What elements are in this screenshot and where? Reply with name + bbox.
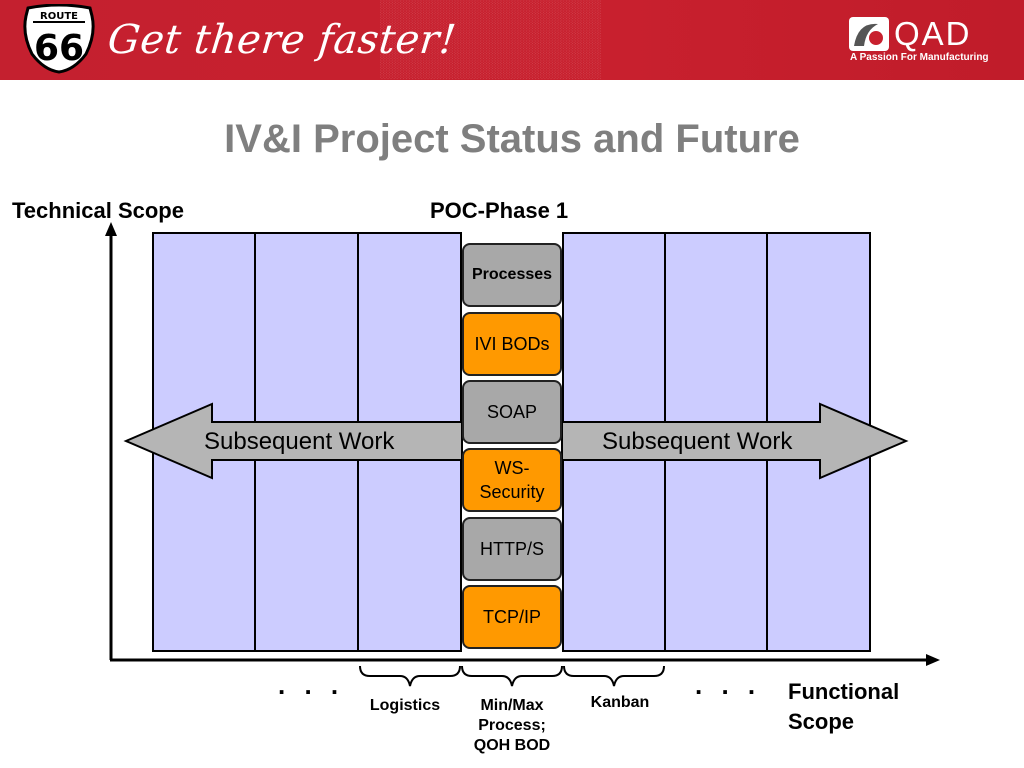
left-arrow-label: Subsequent Work [204,428,395,455]
stack-box-tcpip: TCP/IP [462,585,562,649]
svg-text:66: 66 [34,28,84,69]
functional-area-kanban: Kanban [590,694,650,711]
right-arrow-shape [561,402,909,480]
brace-minmax [461,665,563,687]
company-slogan: A Passion For Manufacturing [850,52,989,63]
vertical-axis-label: Technical Scope [12,198,184,223]
ellipsis-right: . . . [695,670,762,700]
company-name: QAD [894,15,972,52]
right-arrow-label: Subsequent Work [602,428,793,455]
functional-area-minmax: Min/Max Process; QOH BOD [473,697,551,754]
phase-label: POC-Phase 1 [430,198,569,223]
banner-texture: ░░░░░░░░░░░░░░░░░░░░░░░░░░░░░░░░░░░░░░░░… [380,0,602,79]
svg-text:ROUTE: ROUTE [40,11,78,22]
horizontal-axis-label: Functional Scope [788,679,900,734]
route-66-shield-icon: ROUTE 66 [23,4,95,74]
brace-logistics [359,665,461,687]
qad-logo: QAD A Passion For Manufacturing [848,14,1008,70]
brace-kanban [563,665,665,687]
header-banner: ░░░░░░░░░░░░░░░░░░░░░░░░░░░░░░░░░░░░░░░░… [0,0,1024,80]
stack-box-ivi-bods: IVI BODs [462,312,562,376]
stack-box-https: HTTP/S [462,517,562,581]
vertical-axis-arrowhead [105,222,117,236]
qad-mark-icon [849,17,889,51]
horizontal-axis-arrowhead [926,654,940,666]
page-title: IV&I Project Status and Future [224,117,800,161]
ellipsis-left: . . . [278,670,345,700]
stack-box-ws-security: WS-Security [462,448,562,512]
stack-box-processes: Processes [462,243,562,307]
left-arrow-shape [123,402,463,480]
functional-area-logistics: Logistics [369,697,441,714]
stack-box-soap: SOAP [462,380,562,444]
